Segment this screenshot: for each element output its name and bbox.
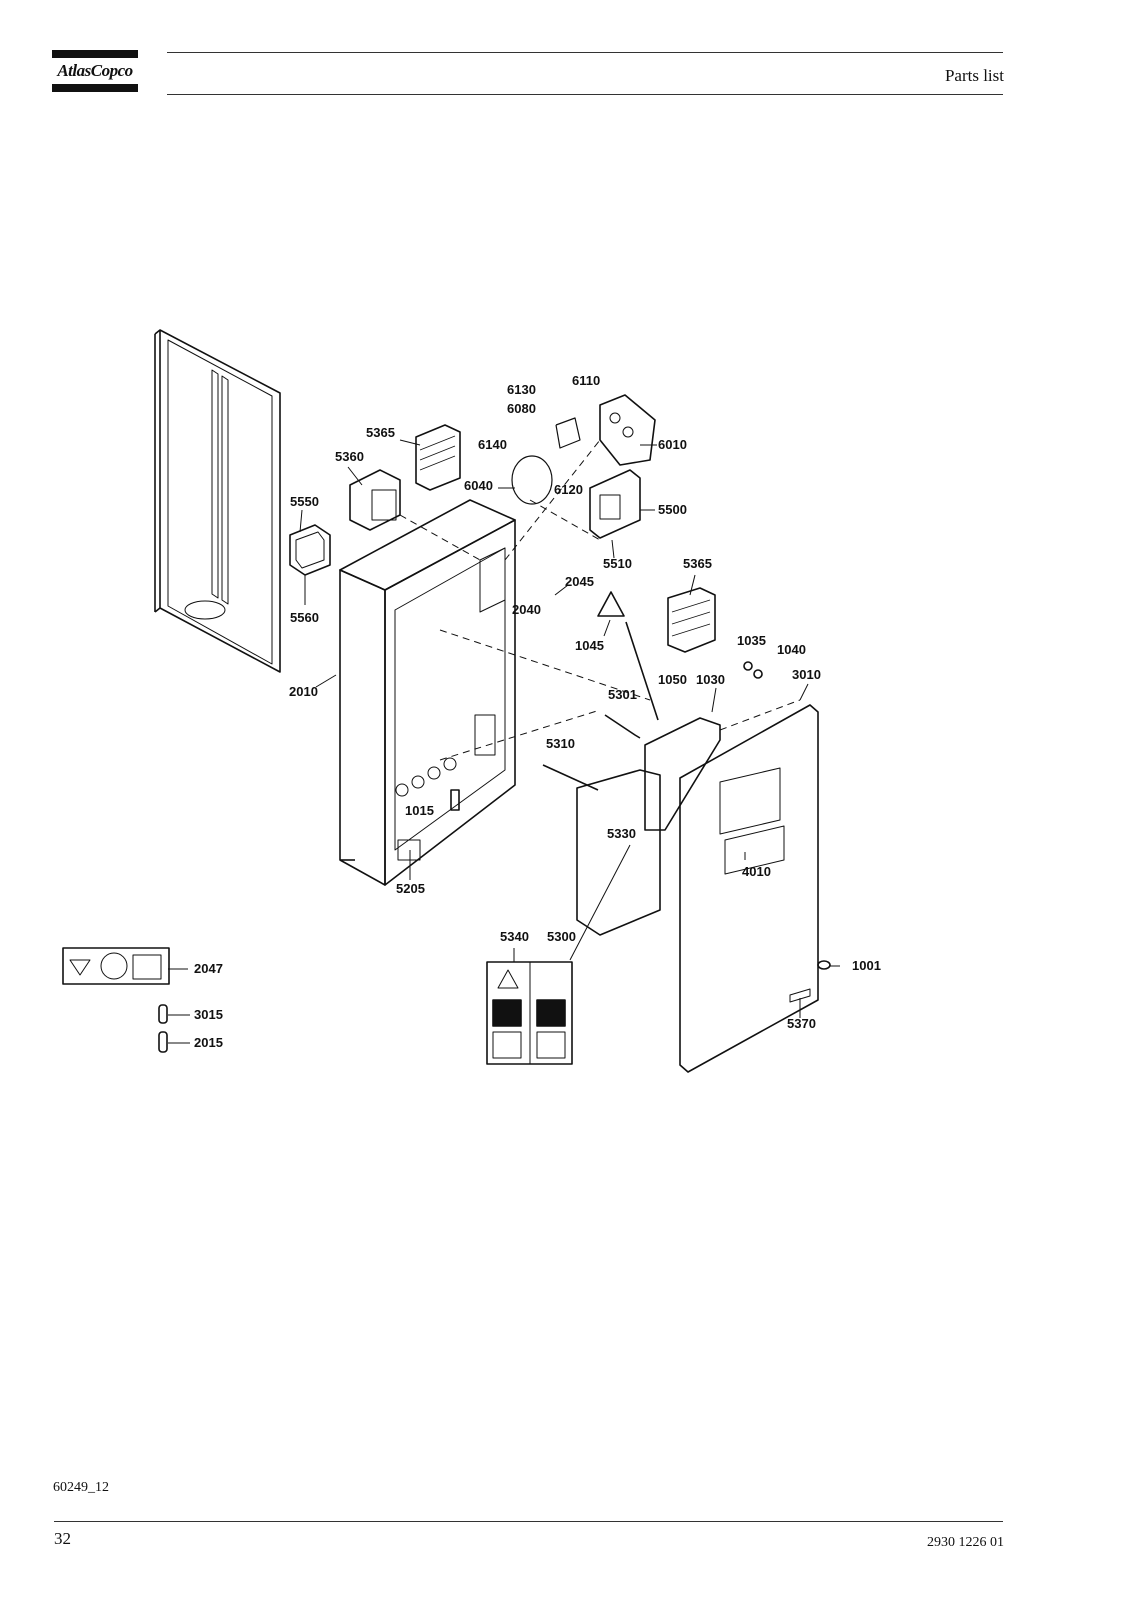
rear-door-panel [154,329,281,673]
page-title: Parts list [944,66,1004,85]
callout-5205: 5205 [396,881,425,896]
callout-1045: 1045 [575,638,604,653]
cover-1030 [644,717,721,831]
callout-2047: 2047 [194,961,223,976]
gasket-5550 [289,524,331,576]
page-number: 32 [54,1529,71,1548]
callout-5365: 5365 [683,556,712,571]
fan-assembly-6010 [599,394,656,466]
side-panel-5300 [576,769,661,936]
bracket-5310 [542,764,599,791]
header-rule-top [167,52,1003,53]
callout-5330: 5330 [607,826,636,841]
part-1040 [753,669,763,679]
front-door-3010 [679,704,819,1073]
figure-id: 60249_12 [53,1480,109,1495]
header-rule-bottom [167,94,1003,95]
cabinet-enclosure [339,499,516,886]
fan-disc-6040 [511,455,553,505]
filter-grille-5365-lower [667,587,716,653]
part-1001 [817,960,831,970]
bracket-5301 [604,714,641,739]
decal-5340 [486,961,573,1065]
document-number: 2930 1226 01 [927,1535,1004,1550]
callout-2040: 2040 [512,602,541,617]
callout-1015: 1015 [405,803,434,818]
callout-1030: 1030 [696,672,725,687]
part-1035 [743,661,753,671]
callout-2015: 2015 [194,1035,223,1050]
part-1015 [450,789,460,811]
callout-4010: 4010 [742,864,771,879]
callout-2010: 2010 [289,684,318,699]
callout-5560: 5560 [290,610,319,625]
callout-5500: 5500 [658,502,687,517]
callout-5550: 5550 [290,494,319,509]
footer-rule [54,1521,1003,1522]
callout-3010: 3010 [792,667,821,682]
callout-6080: 6080 [507,401,536,416]
callout-6120: 6120 [554,482,583,497]
cover-plate-5510 [589,469,641,539]
callout-2045: 2045 [565,574,594,589]
callout-5301: 5301 [608,687,637,702]
callout-6130: 6130 [507,382,536,397]
callout-5300: 5300 [547,929,576,944]
callout-5510: 5510 [603,556,632,571]
part-2015 [158,1031,168,1053]
filter-grille-5365-top [415,424,461,491]
logo-wordmark: AtlasCopco [57,61,133,80]
callout-1040: 1040 [777,642,806,657]
logo-bar-bottom [52,84,138,92]
bracket-6080 [555,417,581,449]
callout-6040: 6040 [464,478,493,493]
callout-5370: 5370 [787,1016,816,1031]
callout-5310: 5310 [546,736,575,751]
callout-1035: 1035 [737,633,766,648]
atlas-copco-logo: AtlasCopco [52,50,138,94]
callout-6010: 6010 [658,437,687,452]
part-3015 [158,1004,168,1024]
logo-bar-top [52,50,138,58]
callout-5360: 5360 [335,449,364,464]
warning-sign-1045 [597,591,625,617]
callout-6110: 6110 [572,373,600,388]
callout-1050: 1050 [658,672,687,687]
decal-2047 [62,947,170,985]
callout-3015: 3015 [194,1007,223,1022]
callout-5340: 5340 [500,929,529,944]
callout-6140: 6140 [478,437,507,452]
callout-1001: 1001 [852,958,881,973]
callout-5365: 5365 [366,425,395,440]
